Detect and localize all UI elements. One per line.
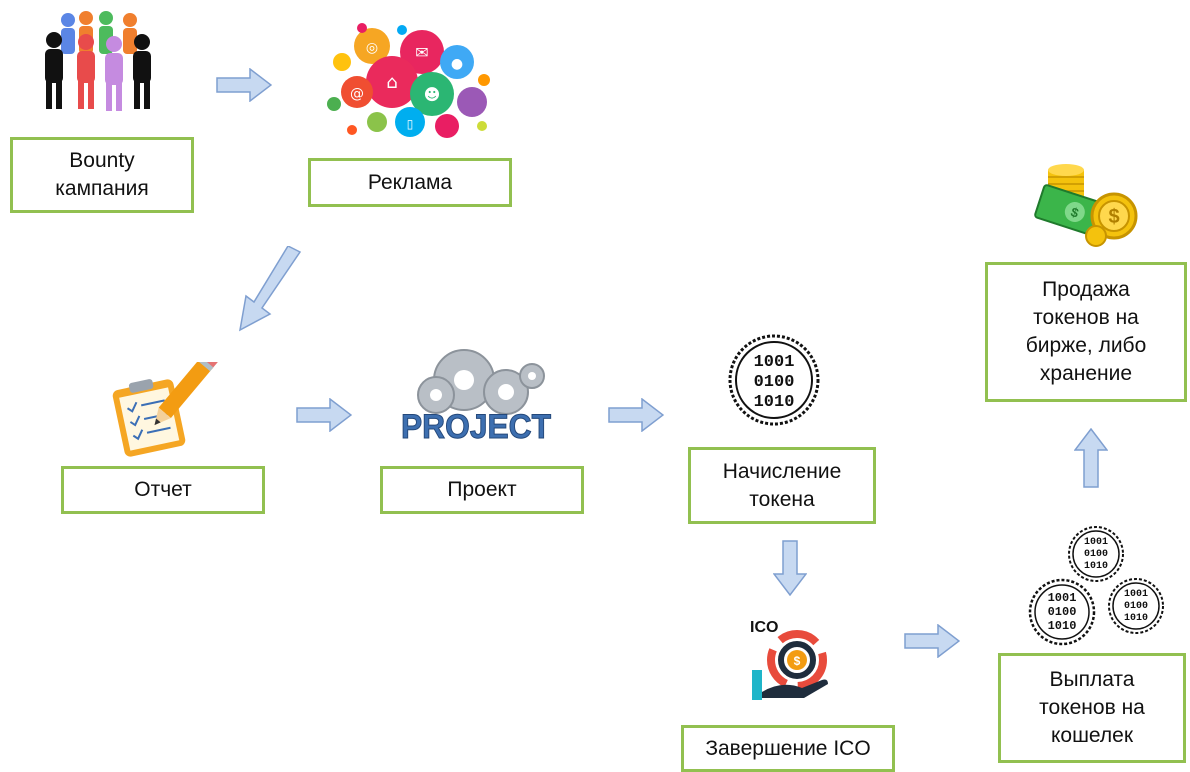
binary-coins-icon: 1001 0100 1010 1001 0100 1010 1001 0100 … <box>1028 526 1164 646</box>
svg-text:▯: ▯ <box>407 117 414 131</box>
project-gears-icon: PROJECT <box>401 349 552 447</box>
svg-text:1010: 1010 <box>1048 619 1077 633</box>
node-project: Проект <box>380 466 584 514</box>
binary-coin-icon: 1001 0100 1010 <box>728 334 820 426</box>
node-ico-completion: Завершение ICO <box>681 725 895 772</box>
svg-text:✉: ✉ <box>415 43 428 62</box>
arrow-payout-to-sale <box>1074 428 1108 488</box>
svg-text:1001: 1001 <box>754 353 795 372</box>
svg-text:1001: 1001 <box>1124 589 1148 600</box>
svg-text:1001: 1001 <box>1084 537 1108 548</box>
arrow-bounty-to-ads <box>216 68 272 102</box>
node-report: Отчет <box>61 466 265 514</box>
node-token-payout-label: Выплата токенов на кошелек <box>1039 668 1145 747</box>
svg-text:●: ● <box>451 56 463 72</box>
node-project-label: Проект <box>447 478 517 501</box>
svg-text:0100: 0100 <box>754 373 795 392</box>
svg-text:1010: 1010 <box>1124 613 1148 624</box>
arrow-ico-to-payout <box>904 624 960 658</box>
node-token-payout: Выплата токенов на кошелек <box>998 653 1186 763</box>
node-bounty-campaign: Bounty кампания <box>10 137 194 213</box>
svg-text:1001: 1001 <box>1048 591 1077 605</box>
arrow-report-to-project <box>296 398 352 432</box>
people-group-icon <box>45 11 151 111</box>
project-icon-text: PROJECT <box>401 408 551 446</box>
svg-text:1010: 1010 <box>754 393 795 412</box>
svg-text:$: $ <box>794 654 801 668</box>
node-token-sale-label: Продажа токенов на бирже, либо хранение <box>1025 278 1147 385</box>
node-token-accrual: Начисление токена <box>688 447 876 524</box>
social-media-bubbles-icon: ✉ ◎ ⌂ @ ● ☻ ▯ <box>327 23 490 138</box>
svg-text:0100: 0100 <box>1084 549 1108 560</box>
node-advertising: Реклама <box>308 158 512 207</box>
svg-text:☻: ☻ <box>424 85 441 104</box>
node-advertising-label: Реклама <box>367 170 453 194</box>
arrow-accrual-to-ico <box>773 540 807 596</box>
money-coins-icon: $ $ <box>1034 164 1138 247</box>
svg-text:⌂: ⌂ <box>386 72 397 93</box>
node-bounty-label: Bounty кампания <box>55 149 149 200</box>
svg-text:0100: 0100 <box>1124 601 1148 612</box>
arrow-project-to-accrual <box>608 398 664 432</box>
ico-icon-text: ICO <box>750 619 778 636</box>
node-ico-completion-label: Завершение ICO <box>705 736 871 760</box>
arrow-ads-to-report <box>238 246 302 332</box>
svg-text:@: @ <box>350 86 364 102</box>
clipboard-pencil-icon <box>112 362 219 457</box>
svg-text:0100: 0100 <box>1048 605 1077 619</box>
ico-hand-coin-icon: ICO $ <box>750 619 828 700</box>
svg-text:$: $ <box>1108 206 1119 228</box>
node-report-label: Отчет <box>134 478 192 501</box>
svg-text:1010: 1010 <box>1084 561 1108 572</box>
node-token-sale: Продажа токенов на бирже, либо хранение <box>985 262 1187 402</box>
node-token-accrual-label: Начисление токена <box>722 459 842 511</box>
svg-text:◎: ◎ <box>366 40 378 56</box>
